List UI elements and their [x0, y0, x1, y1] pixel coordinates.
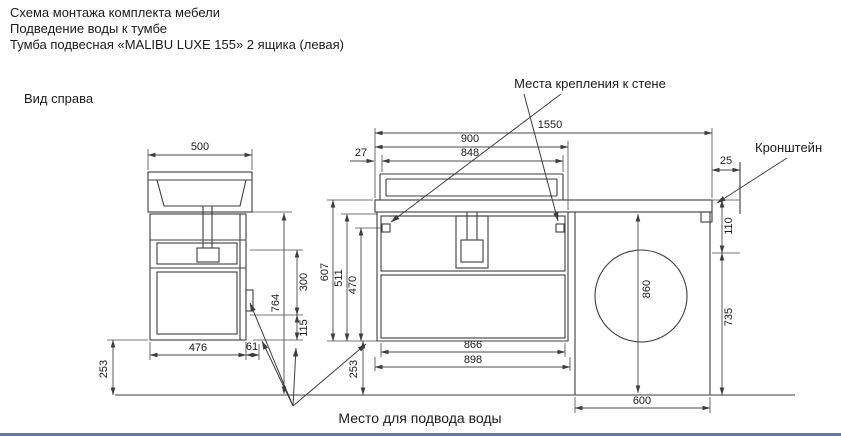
dim-front-1550: 1550	[538, 119, 562, 131]
dim-front-27: 27	[355, 147, 367, 159]
dim-front-848: 848	[461, 147, 479, 159]
dim-right-110: 110	[723, 217, 735, 235]
dim-side-764: 764	[270, 294, 282, 312]
label-view-right: Вид справа	[24, 91, 94, 106]
washing-machine-drum	[594, 249, 688, 343]
dim-front-253: 253	[348, 360, 360, 378]
dim-right-25: 25	[720, 155, 732, 167]
leader-lines	[249, 93, 788, 407]
dim-front-866: 866	[464, 339, 482, 351]
label-wall-mount-points: Места крепления к стене	[514, 76, 666, 91]
dimension-texts: 500 764 300 115 476 61 253 1550 900 848 …	[98, 119, 735, 407]
bracket-shape	[700, 211, 713, 223]
dim-side-115: 115	[298, 319, 310, 337]
dim-side-300: 300	[298, 273, 310, 291]
title-line-1: Схема монтажа комплекта мебели	[10, 5, 220, 20]
label-water-supply: Место для подвода воды	[338, 410, 501, 426]
dim-front-898: 898	[464, 354, 482, 366]
dim-front-900: 900	[461, 133, 479, 145]
side-view-drawing	[147, 171, 254, 341]
label-bracket: Кронштейн	[755, 140, 822, 155]
dim-right-600: 600	[633, 395, 651, 407]
dim-side-width-500: 500	[191, 141, 209, 153]
dim-front-607: 607	[319, 263, 331, 281]
front-view-drawing	[115, 162, 795, 396]
bottom-accent-bar	[0, 433, 841, 436]
title-line-3: Тумба подвесная «MALIBU LUXE 155» 2 ящик…	[10, 37, 344, 52]
wall-mount-point-right	[555, 223, 565, 233]
dim-side-476: 476	[189, 342, 207, 354]
dim-side-61: 61	[246, 341, 258, 353]
title-line-2: Подведение воды к тумбе	[10, 21, 167, 36]
dim-right-735: 735	[723, 308, 735, 326]
dim-right-860: 860	[641, 280, 653, 298]
wall-mount-point-left	[381, 223, 391, 233]
dim-side-253: 253	[98, 360, 110, 378]
dim-front-511: 511	[333, 269, 345, 287]
dim-front-470: 470	[347, 276, 359, 294]
